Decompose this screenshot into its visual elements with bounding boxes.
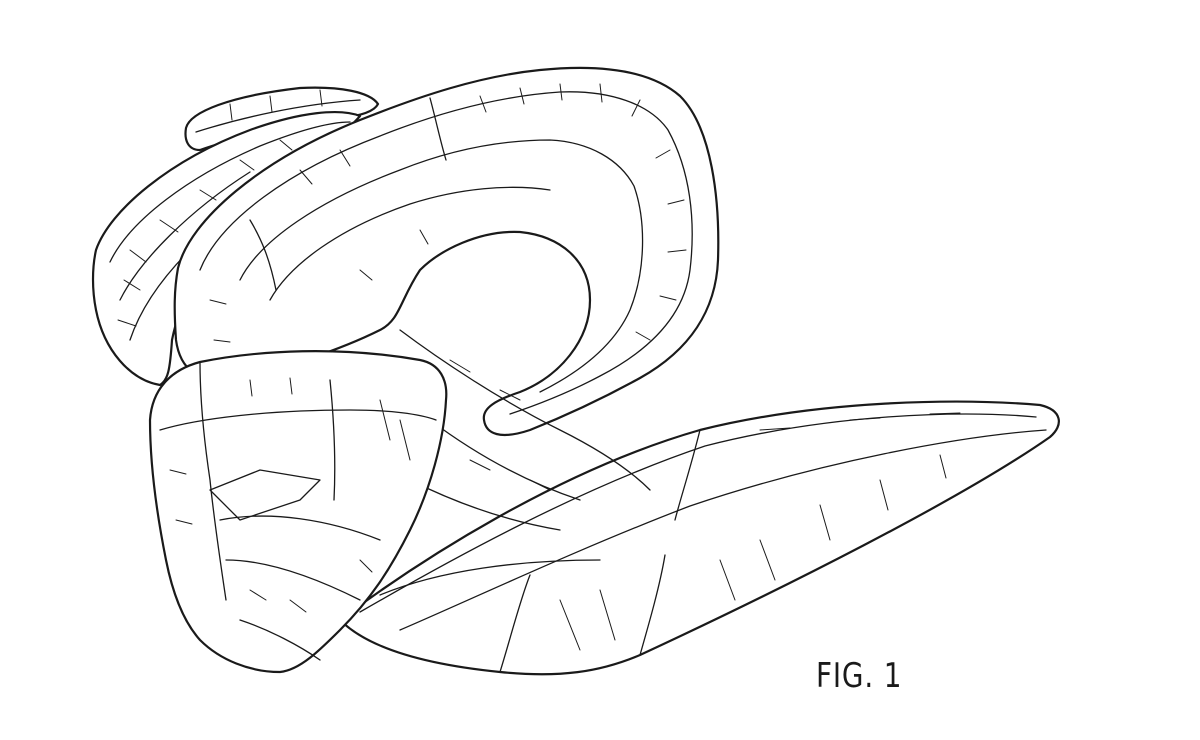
left-wing — [91, 111, 362, 387]
tapered-base — [338, 400, 1060, 676]
figure-label: FIG. 1 — [816, 656, 903, 696]
hook-arm — [173, 66, 720, 437]
rear-block — [184, 86, 380, 152]
front-block — [148, 350, 448, 674]
